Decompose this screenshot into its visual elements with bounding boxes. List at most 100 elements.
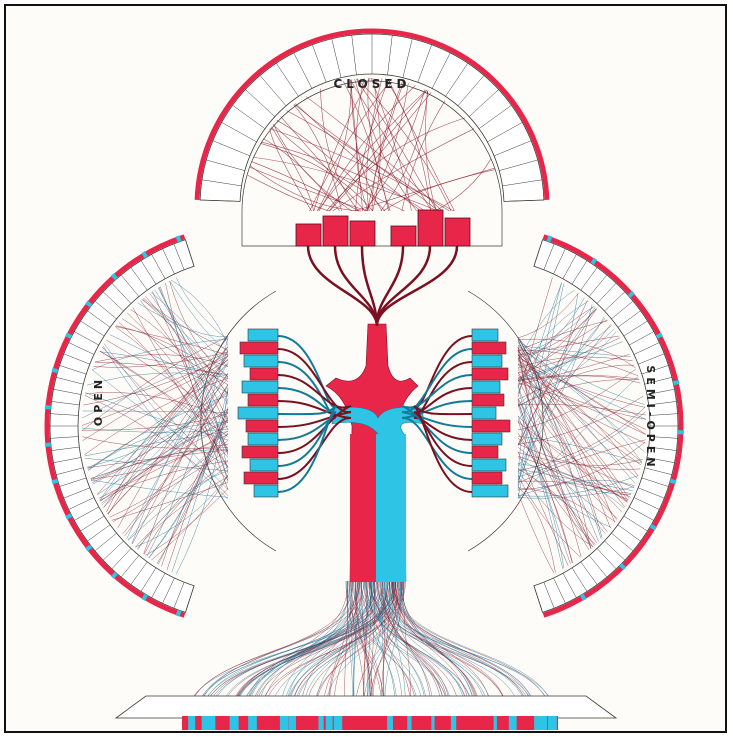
ring-semi-open-blue-mark bbox=[548, 236, 550, 242]
open-line bbox=[135, 433, 228, 547]
base-blue-segment bbox=[234, 716, 238, 730]
open-bar bbox=[248, 394, 278, 406]
base-blue-segment bbox=[534, 716, 539, 730]
base-blue-segment bbox=[326, 716, 333, 730]
trunk bbox=[278, 246, 472, 582]
ring-open-blue-mark bbox=[178, 610, 180, 616]
semi-open-line bbox=[518, 364, 601, 539]
open-bar bbox=[240, 342, 278, 354]
semi-open-bar bbox=[472, 368, 508, 380]
ring-open-blue-mark bbox=[66, 515, 71, 518]
tree-diagram: CLOSED OPEN SEMI-OPEN bbox=[6, 6, 725, 731]
open-bar bbox=[238, 407, 278, 419]
semi-open-bar bbox=[472, 394, 504, 406]
semi-open-bar bbox=[472, 420, 510, 432]
trunk-red-column bbox=[350, 434, 376, 582]
ring-open bbox=[45, 236, 194, 616]
semi-open-bar bbox=[472, 381, 500, 393]
base-blue-segment bbox=[451, 716, 456, 730]
open-branch bbox=[278, 336, 336, 407]
closed-branch bbox=[335, 246, 377, 326]
semi-open-bar bbox=[472, 329, 498, 341]
semi-open-line bbox=[518, 398, 591, 548]
ring-semi-open-blue-mark bbox=[582, 595, 585, 600]
semi-open-bar bbox=[472, 459, 506, 471]
closed-bar bbox=[350, 221, 375, 246]
base-blue-segment bbox=[387, 716, 393, 730]
base-blue-segment bbox=[280, 716, 287, 730]
semi-open-line bbox=[518, 420, 617, 518]
base-blue-segment bbox=[539, 716, 547, 730]
open-bar bbox=[242, 381, 278, 393]
base-blue-segment bbox=[189, 716, 196, 730]
open-bar bbox=[254, 485, 278, 497]
closed-bar bbox=[445, 218, 470, 246]
semi-open-line bbox=[518, 487, 555, 573]
open-bar bbox=[248, 329, 278, 341]
trunk-blue-column bbox=[376, 434, 406, 582]
ring-semi-open-blue-mark bbox=[657, 334, 662, 337]
ring-open-blue-mark bbox=[66, 334, 71, 337]
semi-open-bar bbox=[472, 407, 496, 419]
base-blue-segment bbox=[550, 716, 553, 730]
closed-branch bbox=[377, 246, 457, 326]
open-line bbox=[88, 395, 228, 470]
section-label-closed: CLOSED bbox=[333, 77, 410, 91]
open-bar bbox=[250, 368, 278, 380]
section-label-open: OPEN bbox=[92, 376, 105, 426]
open-line bbox=[145, 489, 228, 556]
closed-bar bbox=[418, 210, 443, 246]
semi-open-line bbox=[518, 416, 564, 568]
closed-line bbox=[435, 159, 491, 211]
base-platform bbox=[116, 696, 616, 718]
semi-open-bar bbox=[472, 485, 508, 497]
base-blue-segment bbox=[494, 716, 497, 730]
open-bar bbox=[246, 420, 278, 432]
semi-open-bar bbox=[472, 446, 498, 458]
diagram-frame: CLOSED OPEN SEMI-OPEN bbox=[4, 4, 727, 733]
ring-open-blue-mark bbox=[143, 595, 146, 600]
open-bar bbox=[250, 459, 278, 471]
semi-open-bar bbox=[472, 433, 502, 445]
base-blue-segment bbox=[292, 716, 296, 730]
base-blue-segment bbox=[407, 716, 411, 730]
section-label-semi-open: SEMI-OPEN bbox=[644, 365, 657, 470]
closed-line bbox=[250, 167, 368, 211]
ring-semi-open-blue-mark bbox=[670, 481, 676, 483]
ring-semi-open-blue-mark bbox=[673, 382, 679, 383]
closed-branch bbox=[362, 246, 377, 326]
ring-open-blue-mark bbox=[143, 252, 146, 257]
open-line bbox=[116, 326, 228, 382]
semi-open-line bbox=[518, 373, 625, 507]
base-blue-segment bbox=[337, 716, 342, 730]
closed-line bbox=[295, 103, 421, 211]
semi-open-bar bbox=[472, 342, 506, 354]
ring-closed bbox=[197, 31, 547, 201]
base-blue-segment bbox=[431, 716, 434, 730]
ring-open-blue-mark bbox=[45, 444, 51, 445]
base-strip bbox=[116, 696, 616, 730]
closed-bar bbox=[323, 216, 348, 246]
closed-line bbox=[248, 175, 329, 211]
base-blue-segment bbox=[318, 716, 323, 730]
open-bar bbox=[244, 472, 278, 484]
closed-line bbox=[356, 79, 436, 211]
semi-open-line bbox=[518, 407, 645, 471]
ring-open-blue-mark bbox=[178, 236, 180, 242]
open-bar bbox=[242, 446, 278, 458]
open-bar bbox=[248, 433, 278, 445]
semi-open-line bbox=[518, 493, 554, 573]
ring-semi-open-blue-mark bbox=[651, 526, 656, 529]
ring-open-blue-mark bbox=[52, 370, 58, 372]
open-line bbox=[176, 278, 228, 340]
open-line bbox=[106, 340, 228, 423]
ring-semi-open-blue-mark bbox=[592, 259, 595, 264]
closed-bar bbox=[391, 226, 416, 246]
closed-branch bbox=[308, 246, 377, 326]
base-blue-segment bbox=[552, 716, 557, 730]
open-line bbox=[102, 374, 228, 505]
semi-open-bar bbox=[472, 472, 502, 484]
base-blue-segment bbox=[248, 716, 251, 730]
closed-line bbox=[271, 127, 313, 211]
ring-open-blue-mark bbox=[45, 407, 51, 408]
